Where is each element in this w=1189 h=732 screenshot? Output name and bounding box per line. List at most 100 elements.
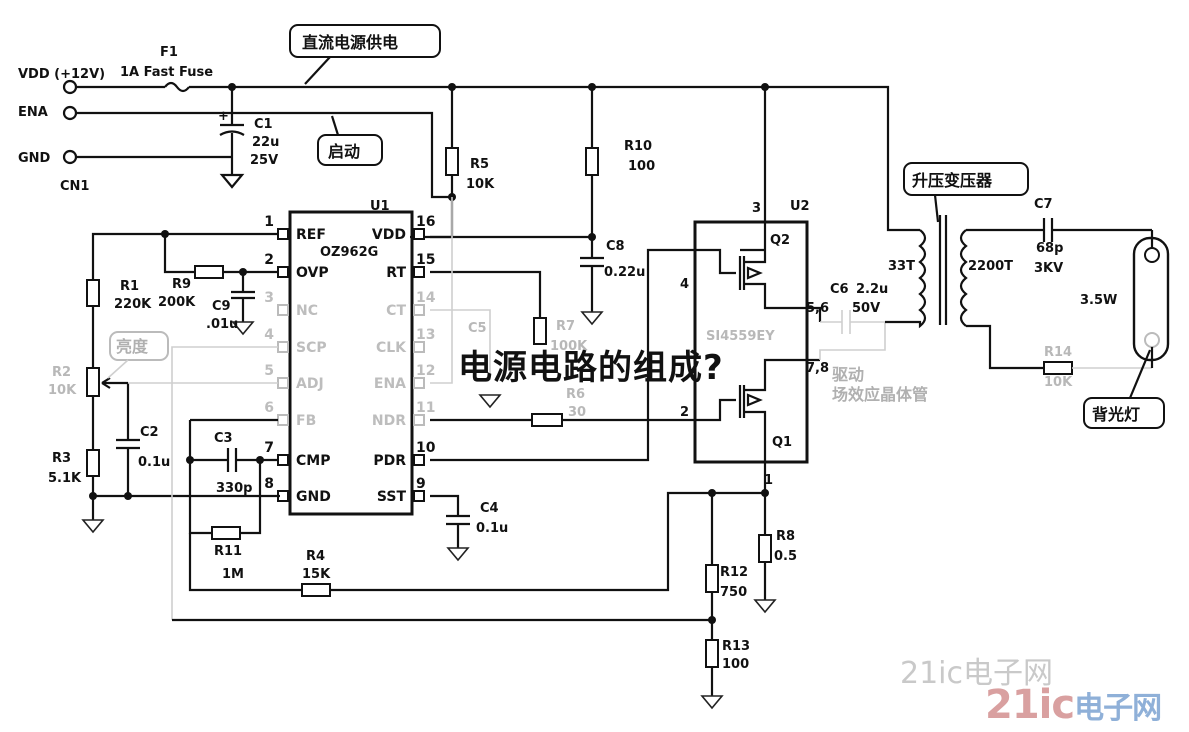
fuse-value: 1A Fast Fuse — [120, 65, 213, 80]
u1-pin-9 — [413, 490, 425, 502]
u1-pin-label: RT — [386, 265, 406, 281]
u1-pin-label: ENA — [374, 376, 406, 392]
u1-pin-number: 10 — [416, 440, 436, 456]
resistor-r9: R9 200K — [158, 265, 278, 310]
svg-text:OZ962G: OZ962G — [320, 245, 378, 260]
u1-pin-number: 8 — [264, 476, 274, 492]
watermark-logo: 21ic电子网 — [985, 682, 1162, 728]
u1-pin-number: 13 — [416, 327, 435, 343]
u1-pin-label: FB — [296, 413, 316, 429]
resistor-r8: R8 0.5 — [753, 493, 797, 614]
svg-text:100K: 100K — [550, 339, 588, 354]
svg-text:C5: C5 — [468, 321, 487, 336]
capacitor-c9: C9 .01u — [206, 272, 255, 336]
u1-pin-10 — [413, 454, 425, 466]
resistor-r3: R3 5.1K — [48, 449, 105, 534]
u1-pin-14 — [413, 304, 425, 316]
capacitor-c8: C8 0.22u — [580, 237, 645, 326]
ena-label: ENA — [18, 105, 48, 120]
u1-pin-label: ADJ — [296, 376, 324, 392]
svg-text:3: 3 — [752, 201, 761, 216]
svg-text:30: 30 — [568, 405, 586, 420]
svg-text:50V: 50V — [852, 301, 880, 316]
svg-text:R12: R12 — [720, 565, 748, 580]
u1-pin-label: GND — [296, 489, 331, 505]
svg-text:Q2: Q2 — [770, 233, 790, 248]
svg-text:10K: 10K — [48, 383, 77, 398]
u1-pin-number: 3 — [264, 290, 274, 306]
u1-pin-number: 14 — [416, 290, 436, 306]
capacitor-c6: C6 2.2u 50V — [819, 282, 888, 360]
u1-pin-number: 1 — [264, 214, 274, 230]
svg-text:R14: R14 — [1044, 345, 1072, 360]
u1-pin-number: 9 — [416, 476, 426, 492]
u1-pin-label: CLK — [376, 340, 407, 356]
u1-pin-5 — [277, 377, 289, 389]
svg-text:2.2u: 2.2u — [856, 282, 888, 297]
connector-name: CN1 — [60, 179, 89, 194]
svg-text:25V: 25V — [250, 153, 278, 168]
svg-text:SI4559EY: SI4559EY — [706, 329, 775, 344]
svg-text:5.1K: 5.1K — [48, 471, 82, 486]
svg-text:0.22u: 0.22u — [604, 265, 645, 280]
svg-text:R6: R6 — [566, 387, 585, 402]
svg-text:R3: R3 — [52, 451, 71, 466]
svg-text:C2: C2 — [140, 425, 159, 440]
u1-pin-number: 6 — [264, 400, 274, 416]
svg-text:220K: 220K — [114, 297, 152, 312]
svg-text:U1: U1 — [370, 199, 390, 214]
potentiometer-r2: R2 10K — [48, 365, 128, 450]
svg-text:330p: 330p — [216, 481, 252, 496]
callout-dc-supply: 直流电源供电 — [289, 24, 441, 85]
svg-text:0.1u: 0.1u — [476, 521, 508, 536]
svg-text:驱动: 驱动 — [832, 365, 864, 384]
svg-text:22u: 22u — [252, 135, 279, 150]
callout-brightness: 亮度 — [107, 331, 169, 379]
mosfet-u2: U2 Q2 Q1 SI4559EY 3 4 5,6 7,8 2 1 — [680, 87, 829, 493]
svg-text:R13: R13 — [722, 639, 750, 654]
capacitor-c2: C2 0.1u — [116, 383, 170, 496]
u1-pin-number: 2 — [264, 252, 274, 268]
vdd-label: VDD (+12V) — [18, 67, 105, 82]
u1-pin-number: 12 — [416, 363, 435, 379]
u1-pin-11 — [413, 414, 425, 426]
svg-text:C4: C4 — [480, 501, 499, 516]
svg-text:U2: U2 — [790, 199, 810, 214]
svg-text:+: + — [218, 109, 229, 124]
capacitor-c3: C3 330p — [190, 431, 278, 496]
u1-pin-7 — [277, 454, 289, 466]
svg-text:4: 4 — [680, 277, 689, 292]
u1-pin-label: REF — [296, 227, 326, 243]
svg-text:100: 100 — [722, 657, 749, 672]
svg-text:1: 1 — [764, 473, 773, 488]
resistor-r10: R10 100 — [585, 87, 655, 237]
u1-pin-2 — [277, 266, 289, 278]
u1-pin-number: 11 — [416, 400, 435, 416]
svg-text:R8: R8 — [776, 529, 795, 544]
svg-text:C1: C1 — [254, 117, 273, 132]
callout-enable: 启动 — [317, 115, 383, 166]
u1-pin-label: SST — [377, 489, 407, 505]
svg-text:升压变压器: 升压变压器 — [912, 171, 993, 190]
capacitor-c5: C5 — [430, 309, 502, 409]
u1-pin-number: 16 — [416, 214, 435, 230]
svg-text:R7: R7 — [556, 319, 575, 334]
resistor-r4: R4 15K — [188, 491, 712, 597]
svg-text:7,8: 7,8 — [806, 361, 829, 376]
u1-pin-number: 5 — [264, 363, 274, 379]
u1-pin-label: CMP — [296, 453, 330, 469]
resistor-r13: R13 100 — [700, 639, 750, 710]
svg-text:3.5W: 3.5W — [1080, 293, 1117, 308]
capacitor-c1: + C1 22u 25V — [218, 87, 279, 189]
u1-pin-6 — [277, 414, 289, 426]
svg-text:200K: 200K — [158, 295, 196, 310]
svg-text:C7: C7 — [1034, 197, 1053, 212]
u1-pin-label: NC — [296, 303, 318, 319]
page-title: 电源电路的组成? — [458, 348, 724, 388]
fuse-symbol — [164, 81, 190, 93]
u1-pin-number: 7 — [264, 440, 274, 456]
u1-pin-label: OVP — [296, 265, 329, 281]
connector-cn1: VDD (+12V) ENA GND CN1 — [18, 67, 105, 194]
ena-terminal — [62, 105, 78, 121]
